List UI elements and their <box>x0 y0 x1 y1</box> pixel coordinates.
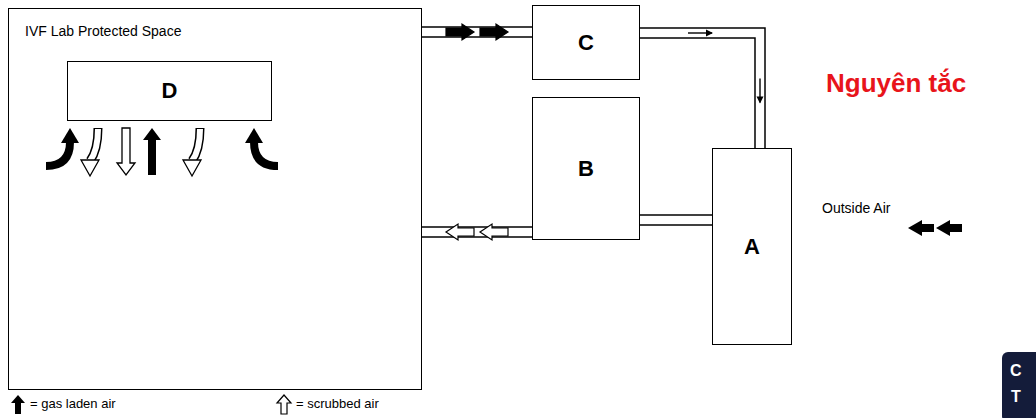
arrow-head <box>480 24 508 40</box>
scrubbed-sample <box>277 395 291 414</box>
image-letter: T <box>1011 388 1021 406</box>
node-label: A <box>744 234 760 260</box>
legend-text: = scrubbed air <box>296 396 379 411</box>
lab-region: IVF Lab Protected SpaceD <box>8 8 422 390</box>
arrow-head <box>446 224 474 240</box>
scrubbed-arrow-head <box>183 160 201 176</box>
device-box: D <box>67 61 272 121</box>
airflow-arrows <box>46 128 278 176</box>
unit-box: A <box>712 148 792 345</box>
scrubbed-arrow <box>192 129 200 161</box>
heading-fragment: Nguyên tắc <box>826 68 966 99</box>
duct-connector <box>640 220 712 221</box>
gas-arrow <box>143 128 161 175</box>
scrubbed-arrow-outline <box>192 128 200 161</box>
gas-arrow <box>46 142 70 166</box>
arrow-head <box>757 97 764 104</box>
scrubbed-arrow <box>90 129 98 161</box>
legend-samples <box>11 395 291 414</box>
duct-connector <box>422 24 532 40</box>
scrubbed-arrow <box>117 128 135 175</box>
duct-outline <box>422 26 532 38</box>
duct-inner <box>640 216 712 225</box>
duct-inner <box>422 28 532 37</box>
gas-arrow-head <box>61 128 79 143</box>
node-label: D <box>162 78 178 104</box>
duct-outline <box>640 33 760 148</box>
duct-inner <box>640 33 760 148</box>
corner-image <box>1002 352 1036 418</box>
arrow-head <box>446 24 474 40</box>
gas-sample <box>11 395 25 414</box>
scrubbed-arrow-head <box>81 160 99 176</box>
node-label: B <box>578 156 594 182</box>
unit-box: B <box>532 97 640 240</box>
legend-text: = gas laden air <box>30 396 116 411</box>
duct-inner <box>422 228 532 237</box>
flow-label: Outside Air <box>822 200 890 216</box>
duct-outline <box>422 226 532 238</box>
duct-outline <box>640 214 712 226</box>
image-letter: C <box>1010 362 1022 380</box>
arrow-head <box>706 30 713 37</box>
gas-arrow <box>254 142 278 166</box>
duct-connector <box>422 224 532 240</box>
duct-connector <box>640 30 764 149</box>
arrow-head <box>480 224 508 240</box>
gas-arrow-head <box>245 128 263 143</box>
intake-arrow <box>908 220 934 236</box>
unit-box: C <box>532 5 640 80</box>
node-label: IVF Lab Protected Space <box>25 23 181 39</box>
intake-arrow <box>936 220 962 236</box>
node-label: C <box>578 30 594 56</box>
outside-air-arrows <box>908 220 962 236</box>
scrubbed-arrow-outline <box>90 128 98 161</box>
